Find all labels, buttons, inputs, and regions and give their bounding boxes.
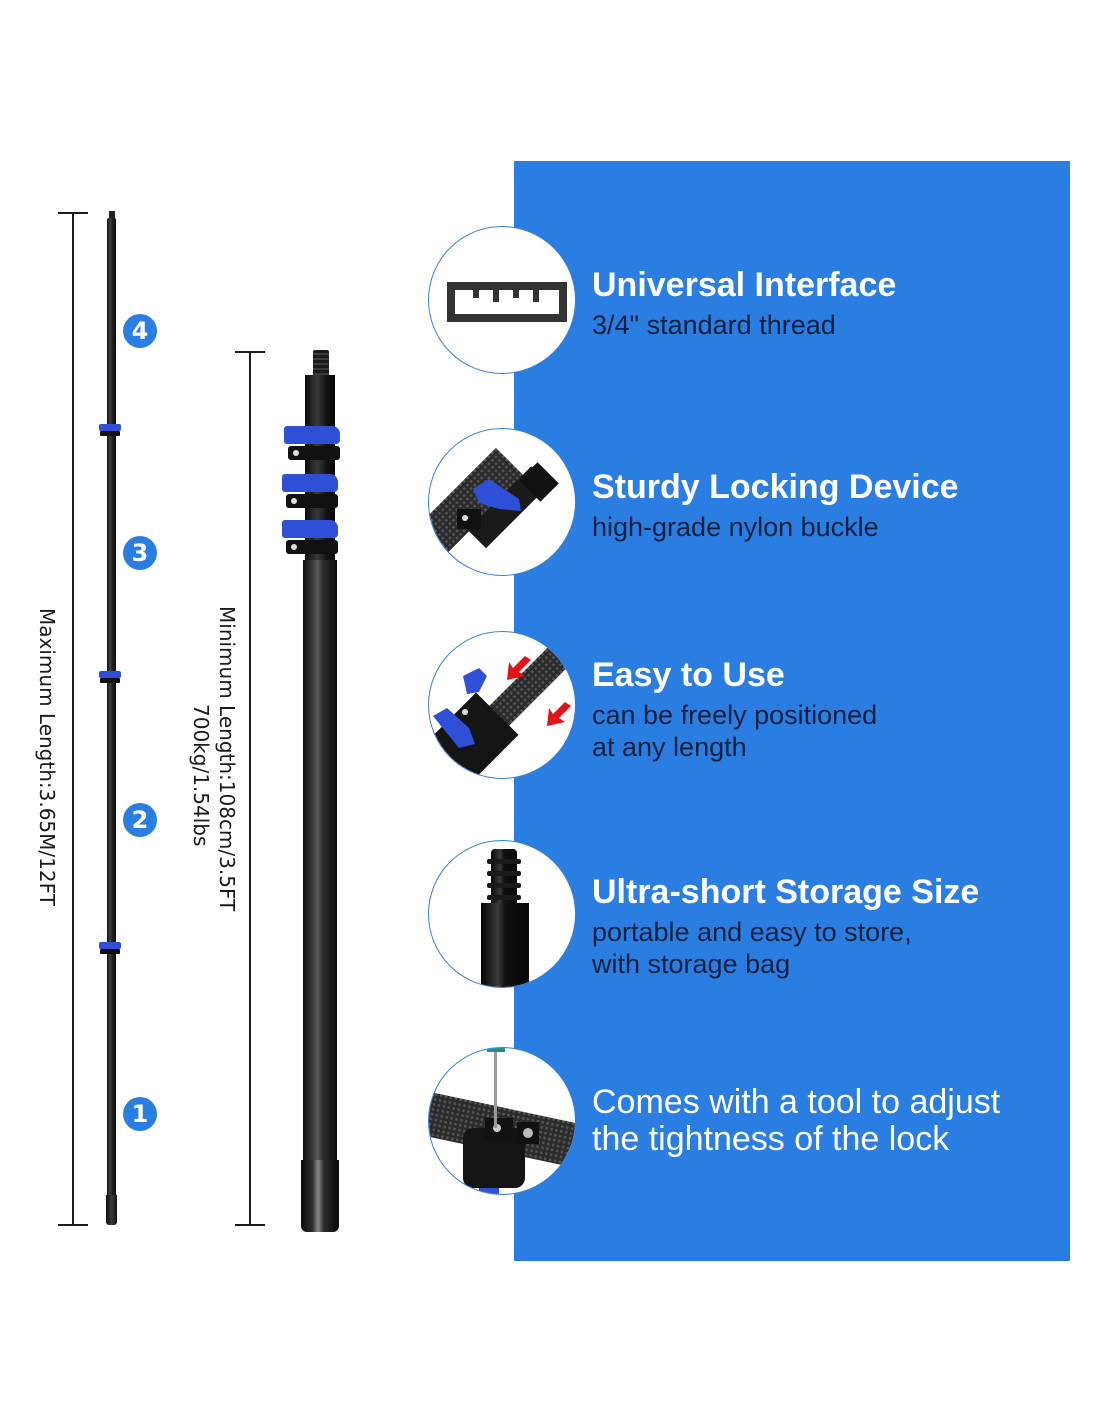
section-badge-2: 2 xyxy=(123,803,157,837)
screwdriver-clamp-photo-icon xyxy=(429,1048,575,1194)
feature-description: can be freely positioned xyxy=(592,700,878,730)
section-badge-1: 1 xyxy=(123,1097,157,1131)
feature-circle-adjust-tool xyxy=(428,1047,576,1195)
collapsed-pole-clamp xyxy=(282,520,340,556)
feature-title: Ultra-short Storage Size xyxy=(592,873,980,911)
feature-description: Comes with a tool to adjust xyxy=(592,1083,1001,1121)
max-length-bottom-cap xyxy=(58,1224,88,1226)
load-capacity-label: 700kg/1.54lbs xyxy=(189,704,213,847)
min-length-line xyxy=(249,351,251,1226)
ruler-icon xyxy=(447,282,567,322)
feature-circle-storage-size xyxy=(428,840,576,988)
collapsed-pole-clamp xyxy=(284,426,342,462)
min-length-bottom-cap xyxy=(235,1224,265,1226)
feature-circle-locking-device xyxy=(428,428,576,576)
pole-clamp xyxy=(99,424,121,436)
press-clamp-arrows-photo-icon xyxy=(429,632,575,778)
section-badge-4: 4 xyxy=(123,314,157,348)
feature-description: portable and easy to store, xyxy=(592,917,912,947)
feature-panel xyxy=(514,161,1070,1261)
feature-description: at any length xyxy=(592,732,747,762)
extended-pole-foot xyxy=(106,1195,117,1225)
feature-title: Easy to Use xyxy=(592,656,785,694)
feature-title: Universal Interface xyxy=(592,266,897,304)
collapsed-pole-thread xyxy=(313,350,329,380)
feature-description: 3/4" standard thread xyxy=(592,310,836,340)
section-badge-3: 3 xyxy=(123,536,157,570)
locking-clamp-photo-icon xyxy=(429,447,559,575)
feature-description: high-grade nylon buckle xyxy=(592,512,879,542)
extended-pole xyxy=(107,218,116,1224)
pole-clamp xyxy=(99,942,121,954)
feature-circle-universal-interface xyxy=(428,226,576,374)
max-length-label: Maximum Length:3.65M/12FT xyxy=(35,608,59,906)
feature-description: the tightness of the lock xyxy=(592,1120,950,1158)
feature-description: with storage bag xyxy=(592,949,791,979)
collapsed-pole xyxy=(303,560,337,1200)
pole-clamp xyxy=(99,671,121,683)
max-length-line xyxy=(72,212,74,1226)
threaded-tip-photo-icon xyxy=(481,849,529,987)
collapsed-pole-foot xyxy=(301,1160,339,1232)
collapsed-pole-clamp xyxy=(282,474,340,510)
min-length-label: Minimum Length:108cm/3.5FT xyxy=(215,606,239,912)
feature-title: Sturdy Locking Device xyxy=(592,468,959,506)
feature-circle-easy-to-use xyxy=(428,631,576,779)
